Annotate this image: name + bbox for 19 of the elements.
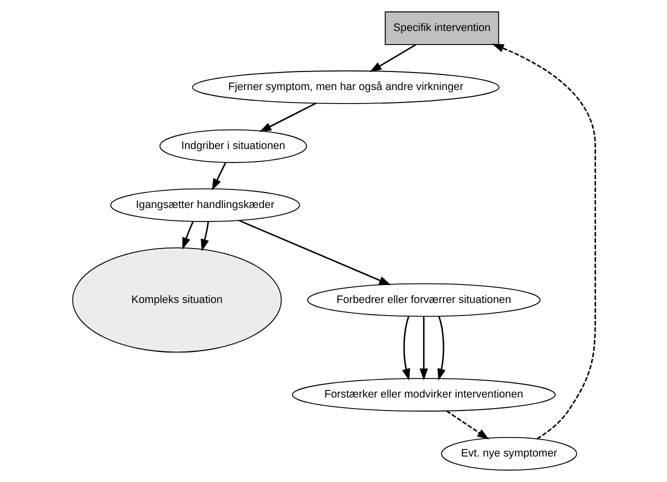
node-ellipse: Indgriber i situationen (158, 129, 306, 163)
arrow (238, 220, 391, 286)
arrow (419, 316, 428, 381)
node-ellipse: Forbedrer eller forværrer situationen (306, 283, 540, 317)
node-ellipse: Evt. nye symptomer (440, 437, 577, 471)
arrow (369, 44, 416, 72)
arrow (258, 102, 316, 132)
arrow (182, 221, 194, 250)
node-ellipse: Kompleks situation (72, 247, 282, 353)
node-ellipse: Fjerner symptom, men har også andre virkninger (192, 70, 499, 104)
arrow (436, 316, 446, 381)
arrow (491, 44, 596, 440)
arrow (446, 410, 489, 440)
arrow (402, 316, 410, 381)
node-ellipse: Forstærker eller modvirker interventionen (291, 378, 556, 412)
arrow (200, 222, 208, 252)
arrow (211, 162, 226, 191)
node-box: Specifik intervention (384, 11, 499, 45)
node-ellipse: Igangsætter handlingskæder (110, 188, 300, 222)
